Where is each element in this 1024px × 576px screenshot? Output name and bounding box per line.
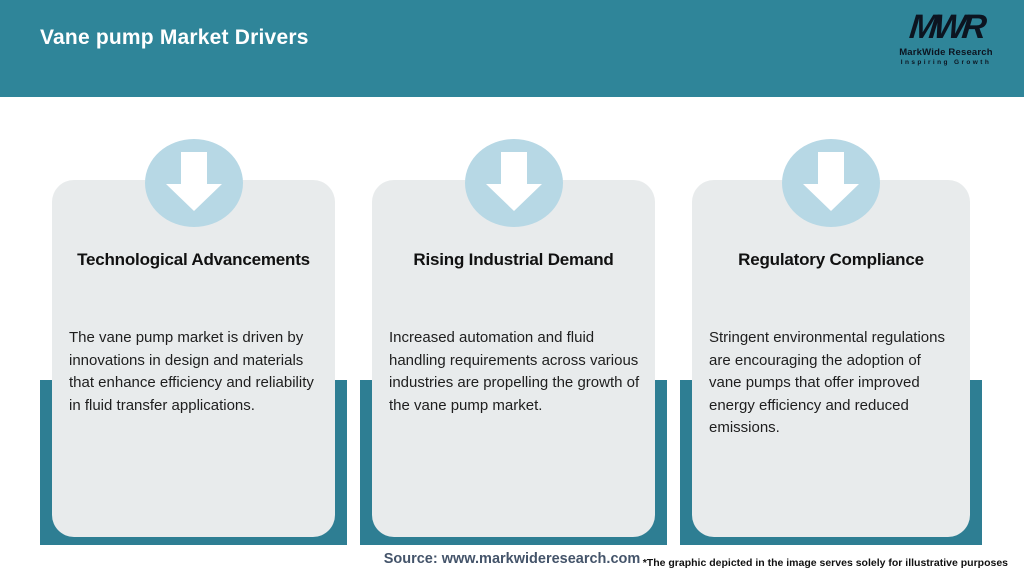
card-description: The vane pump market is driven by innova… <box>69 329 314 414</box>
card-title: Technological Advancements <box>77 250 310 269</box>
markwide-research-logo: MWR MarkWide Research Inspiring Growth <box>894 8 998 66</box>
down-arrow-icon <box>464 139 563 227</box>
driver-card-technological-advancements: Technological Advancements The vane pump… <box>40 139 347 545</box>
driver-card-rising-industrial-demand: Rising Industrial Demand Increased autom… <box>360 139 667 545</box>
logo-acronym: MWR <box>907 8 985 46</box>
header-bar: Vane pump Market Drivers MWR MarkWide Re… <box>0 0 1024 97</box>
down-arrow-icon <box>144 139 243 227</box>
logo-company-name: MarkWide Research <box>899 46 993 58</box>
card-panel: Technological Advancements The vane pump… <box>52 180 335 537</box>
down-arrow-icon <box>782 139 880 227</box>
page-title: Vane pump Market Drivers <box>40 26 309 49</box>
driver-card-regulatory-compliance: Regulatory Compliance Stringent environm… <box>680 139 982 545</box>
logo-tagline: Inspiring Growth <box>900 58 992 66</box>
card-panel: Rising Industrial Demand Increased autom… <box>372 180 655 537</box>
card-description: Stringent environmental regulations are … <box>709 329 945 436</box>
card-description: Increased automation and fluid handling … <box>389 329 640 414</box>
disclaimer-text: *The graphic depicted in the image serve… <box>642 557 1008 569</box>
card-panel: Regulatory Compliance Stringent environm… <box>692 180 970 537</box>
source-text: Source: www.markwideresearch.com <box>383 551 641 567</box>
card-title: Regulatory Compliance <box>738 250 924 269</box>
card-title: Rising Industrial Demand <box>413 250 614 269</box>
